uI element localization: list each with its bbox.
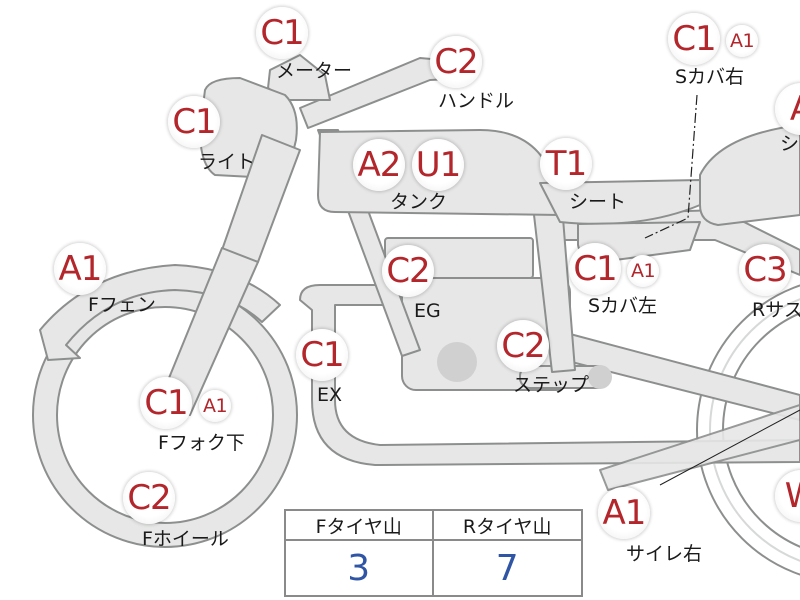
leader-scover-r xyxy=(644,94,698,239)
badge-side-cover-left: C1 xyxy=(569,243,621,295)
badge-exhaust: C1 xyxy=(296,329,348,381)
badge-front-fork-sub: A1 xyxy=(199,390,231,422)
label-tank: タンク xyxy=(390,191,448,213)
badge-handle: C2 xyxy=(430,36,482,88)
leader-muffler-r xyxy=(659,409,800,486)
label-engine: EG xyxy=(414,300,441,322)
label-right-edge: シ xyxy=(780,133,800,155)
front-wheel-tire xyxy=(33,283,297,547)
front-wheel-outline-inner xyxy=(56,306,274,524)
badge-rear-suspension: C3 xyxy=(739,244,791,296)
label-side-cover-left: Sカバ左 xyxy=(588,295,658,317)
front-tire-value: 3 xyxy=(286,541,434,595)
badge-step: C2 xyxy=(497,320,549,372)
label-handle: ハンドル xyxy=(438,90,515,112)
badge-muffler-right: A1 xyxy=(598,487,650,539)
badge-side-cover-left-sub: A1 xyxy=(627,255,659,287)
label-rear-suspension: Rサス xyxy=(752,299,800,321)
badge-seat: T1 xyxy=(540,138,592,190)
badge-meter: C1 xyxy=(256,7,308,59)
label-step: ステップ xyxy=(513,374,590,396)
badge-front-wheel: C2 xyxy=(123,472,175,524)
tire-tread-table: Fタイヤ山 Rタイヤ山 3 7 xyxy=(284,509,583,597)
badge-side-cover-right: C1 xyxy=(668,13,720,65)
label-side-cover-right: Sカバ右 xyxy=(675,66,745,88)
step-peg xyxy=(588,365,612,389)
engine-cover xyxy=(437,342,477,382)
rear-wheel xyxy=(709,298,800,562)
label-muffler-right: サイレ右 xyxy=(626,543,703,565)
badge-engine: C2 xyxy=(382,245,434,297)
badge-front-fork: C1 xyxy=(140,377,192,429)
label-light: ライト xyxy=(198,151,256,173)
label-seat: シート xyxy=(569,191,627,213)
badge-front-fender: A1 xyxy=(54,243,106,295)
label-meter: メーター xyxy=(276,60,353,82)
badge-side-cover-right-sub: A1 xyxy=(726,25,758,57)
label-front-wheel: Fホイール xyxy=(142,528,229,550)
label-front-fender: Fフェン xyxy=(88,294,156,316)
badge-light: C1 xyxy=(168,96,220,148)
label-exhaust: EX xyxy=(317,384,343,406)
badge-tank-a2: A2 xyxy=(353,139,405,191)
badge-tank-u1: U1 xyxy=(412,139,464,191)
rear-tire-value: 7 xyxy=(495,547,519,589)
muffler xyxy=(599,404,800,491)
rear-tire-header: Rタイヤ山 xyxy=(433,511,581,541)
front-fork-lower xyxy=(157,247,259,416)
label-front-fork: Fフォク下 xyxy=(158,432,245,454)
front-tire-header: Fタイヤ山 xyxy=(286,511,434,541)
rear-fender xyxy=(699,124,800,226)
rear-wheel-outline-outer xyxy=(696,284,800,576)
